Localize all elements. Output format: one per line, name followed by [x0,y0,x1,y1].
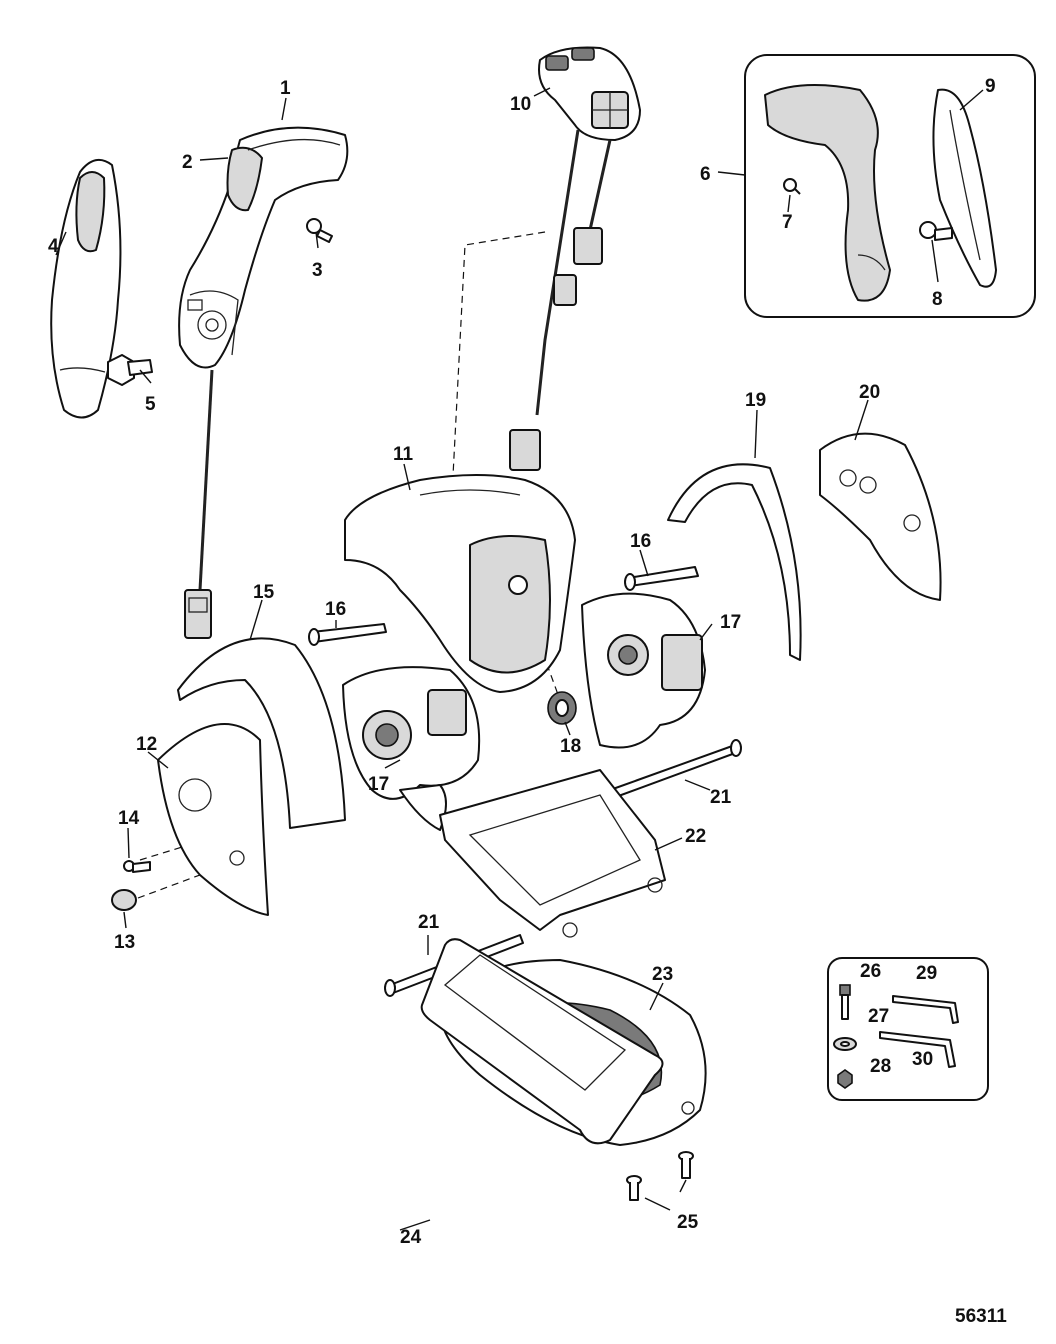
callout-27: 27 [868,1006,889,1027]
callout-16-right: 16 [630,531,651,552]
part-20-right-side-plate [819,432,942,601]
callout-22: 22 [685,826,706,847]
callout-14: 14 [118,808,140,829]
part-13-plug [111,889,137,911]
part-5-bolt [107,354,153,386]
part-25-screws [626,1151,694,1201]
handle-harness-connector [184,589,212,639]
hardware-kit-box [827,957,989,1101]
callout-6: 6 [700,164,711,185]
callout-21-lower: 21 [418,912,440,933]
callout-25: 25 [677,1212,699,1233]
callout-24: 24 [400,1227,422,1248]
trim-switch-connectors [509,227,603,471]
part-14-screw [123,860,151,873]
trim-switch-branch-cable [588,139,612,231]
part-22-mounting-frame [439,769,666,938]
callout-13: 13 [114,932,135,953]
callout-23: 23 [652,964,673,985]
callout-5: 5 [145,394,156,415]
figure-number: 56311 [955,1306,1007,1327]
part-17-gear-unit-left [342,666,481,831]
part-10-trim-switch [538,46,641,141]
trim-switch-cable [535,129,580,416]
callout-21-upper: 21 [710,787,732,808]
callout-leader-lines [55,87,984,1231]
part-16-bolt-right [624,566,699,591]
callout-20: 20 [859,382,880,403]
callout-3: 3 [312,260,323,281]
part-17-gear-unit-right [581,592,706,749]
part-4-side-cover [50,158,122,419]
callout-17-right: 17 [720,612,741,633]
callout-19: 19 [745,390,766,411]
callout-16-left: 16 [325,599,346,620]
callout-17-left: 17 [368,774,389,795]
part-24-gasket [420,938,664,1145]
callout-2: 2 [182,152,193,173]
callout-7: 7 [782,212,793,233]
part-16-bolt-left [308,623,387,646]
callout-12: 12 [136,734,157,755]
callout-29: 29 [916,963,937,984]
callout-15: 15 [253,582,275,603]
callout-8: 8 [932,289,943,310]
callout-labels: 1 2 3 4 5 6 7 8 9 10 11 12 13 14 15 16 1… [48,76,996,1248]
part-6-handle-kit-box [744,54,1036,318]
handle-harness-cable [198,369,214,591]
part-11-upper-cover [344,474,576,693]
callout-10: 10 [510,94,531,115]
part-1-handle-assembly [178,126,349,369]
part-19-right-shield [667,463,802,661]
part-18-retaining-clip [547,691,577,725]
part-12-left-side-plate [157,723,269,916]
callout-26: 26 [860,961,881,982]
part-15-left-shield [177,637,346,829]
part-3-screw [306,218,333,243]
callout-28: 28 [870,1056,891,1077]
callout-9: 9 [985,76,996,97]
callout-1: 1 [280,78,291,99]
callout-30: 30 [912,1049,933,1070]
callout-11: 11 [393,444,414,465]
callout-4: 4 [48,236,59,257]
callout-18: 18 [560,736,581,757]
